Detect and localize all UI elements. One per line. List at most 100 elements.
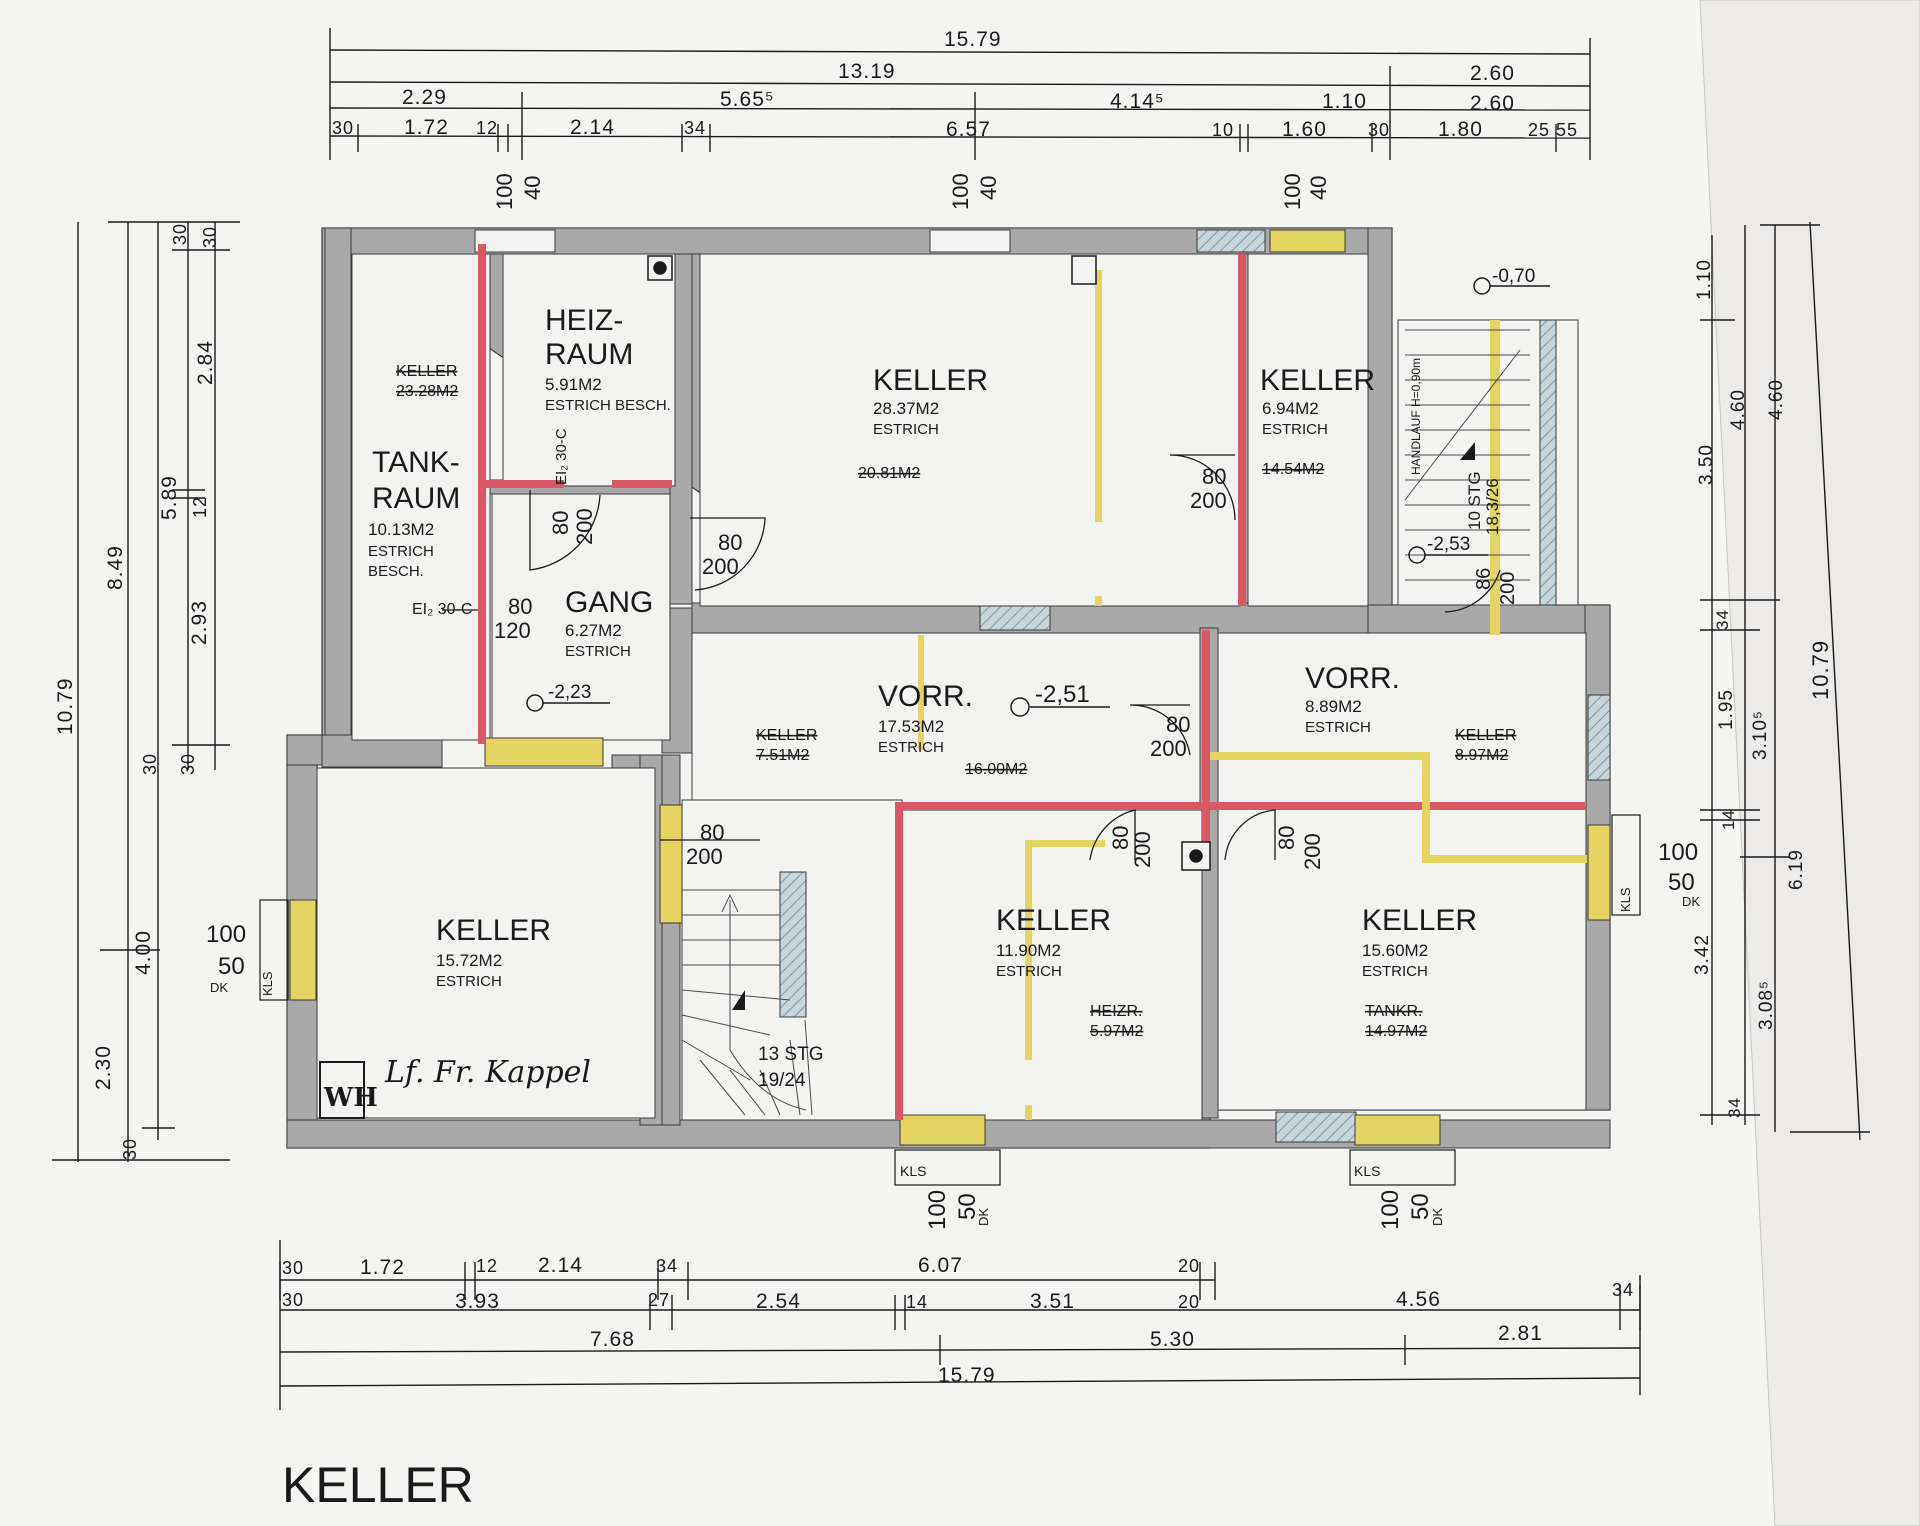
dimension-labels-right: 1.10 3.50 34 1.95 14 3.42 34 4.60 3.10⁵ …	[1692, 259, 1833, 1118]
dimension-chains-bottom	[279, 1240, 1641, 1410]
room-area: 28.37M2	[873, 399, 939, 418]
old-name: TANKR.	[1365, 1003, 1422, 1020]
door-width: 80	[508, 594, 532, 619]
window-width: 40	[1306, 176, 1331, 200]
dim-label: 2.60	[1470, 92, 1515, 115]
stair-arrow-icon	[732, 990, 745, 1010]
room-label-heizraum: HEIZ- RAUM 5.91M2 ESTRICH BESCH.	[545, 304, 671, 414]
stair-labels: 13 STG 19/24 10 STG 18,3/26 HANDLAUF H=0…	[758, 358, 1502, 1091]
dim-label: 1.95	[1716, 689, 1737, 730]
old-area: 20.81M2	[858, 465, 920, 482]
old-name: KELLER	[1455, 727, 1516, 744]
dim-label: 4.60	[1766, 379, 1787, 420]
window-height: 100	[948, 173, 973, 210]
dim-label: 13.19	[838, 60, 896, 83]
dim-label: 1.72	[360, 1256, 405, 1279]
door-height: 200	[702, 554, 739, 579]
dim-label: 30	[140, 753, 160, 775]
dim-label: 12	[476, 118, 498, 138]
dim-label: 1.60	[1282, 118, 1327, 141]
room-label-vorraum-right: VORR. 8.89M2 ESTRICH KELLER 8.97M2	[1305, 662, 1516, 764]
door-width: 80	[700, 820, 724, 845]
room-name: RAUM	[372, 482, 460, 515]
room-area: 17.53M2	[878, 717, 944, 736]
dim-label: 34	[1612, 1280, 1634, 1300]
kls-label: KLS	[1618, 887, 1633, 912]
old-name: HEIZR.	[1090, 1003, 1142, 1020]
room-floor: BESCH.	[368, 563, 424, 580]
fire-rating: EI₂ 30-C	[412, 601, 472, 618]
room-name: KELLER	[996, 904, 1111, 937]
old-area: 16.00M2	[965, 761, 1027, 778]
dimension-labels-top: 15.79 13.19 2.60 2.29 5.65⁵ 4.14⁵ 1.10 2…	[332, 28, 1577, 141]
room-floor: ESTRICH	[996, 963, 1062, 980]
dim-label: 20	[1178, 1256, 1200, 1276]
dim-label: 10	[1212, 120, 1234, 140]
plan-title: KELLER	[282, 1457, 474, 1513]
dim-label: 1.10	[1694, 259, 1715, 300]
dim-label: 7.68	[590, 1328, 635, 1351]
window-note: DK	[210, 980, 228, 995]
window-height: 50	[1407, 1193, 1434, 1220]
dim-label: 4.60	[1728, 389, 1749, 430]
level-marker-icons	[526, 277, 1550, 717]
level-labels: -0,70 -2,53 -2,51 -2,23	[548, 266, 1535, 708]
door-swings	[442, 454, 1501, 861]
dim-label: 5.65⁵	[720, 88, 775, 111]
chimney-icons	[647, 255, 1211, 871]
kls-label: KLS	[900, 1163, 926, 1179]
room-area: 5.91M2	[545, 375, 602, 394]
room-name: HEIZ-	[545, 304, 623, 337]
dimension-labels-bottom: 30 1.72 12 2.14 34 6.07 20 30 3.93 27 2.…	[282, 1254, 1634, 1387]
door-height: 200	[1190, 488, 1227, 513]
room-label-keller-large: KELLER 28.37M2 ESTRICH 20.81M2	[858, 364, 988, 482]
window-width: 100	[206, 921, 246, 948]
room-area: 10.13M2	[368, 520, 434, 539]
room-floor: ESTRICH	[878, 739, 944, 756]
old-area: 14.54M2	[1262, 461, 1324, 478]
dim-label: 1.10	[1322, 90, 1367, 113]
dim-label: 2.60	[1470, 62, 1515, 85]
room-floor: ESTRICH	[436, 973, 502, 990]
door-height: 200	[1150, 736, 1187, 761]
dim-label: 30	[120, 1138, 140, 1160]
hatched-elements	[779, 229, 1611, 1143]
dim-label: 34	[1713, 609, 1732, 630]
room-floor: ESTRICH	[1305, 719, 1371, 736]
room-floor: ESTRICH	[565, 643, 631, 660]
door-width: 86	[1473, 568, 1495, 590]
dim-label: 30	[178, 753, 198, 775]
demolish-walls	[918, 270, 1587, 1120]
fire-rating: EI₂ 30-C	[553, 428, 570, 485]
dim-label: 1.80	[1438, 118, 1483, 141]
new-walls	[478, 244, 1585, 1120]
window-note: DK	[976, 1208, 991, 1226]
dim-label: 6.57	[946, 118, 991, 141]
dim-label: 30	[332, 118, 354, 138]
dim-label: 2.14	[570, 116, 615, 139]
dim-label: 2.30	[92, 1045, 115, 1090]
dim-label: 14	[1719, 809, 1738, 830]
dim-label: 4.00	[132, 930, 155, 975]
dim-label: 3.08⁵	[1756, 980, 1777, 1030]
door-width: 80	[1202, 464, 1226, 489]
dim-label: 4.56	[1396, 1288, 1441, 1311]
door-width: 80	[1166, 712, 1190, 737]
old-area: 8.97M2	[1455, 747, 1508, 764]
window-height: 50	[1668, 869, 1695, 896]
dim-label: 3.42	[1692, 934, 1713, 975]
window-width: 100	[924, 1190, 951, 1230]
dim-label: 14	[906, 1292, 928, 1312]
room-floor: ESTRICH	[1262, 421, 1328, 438]
dim-label: 8.49	[104, 545, 127, 590]
dim-label: 27	[648, 1290, 670, 1310]
room-area: 15.72M2	[436, 951, 502, 970]
dim-label: 34	[684, 118, 706, 138]
old-name: KELLER	[756, 727, 817, 744]
door-height: 200	[1130, 831, 1155, 868]
door-height: 200	[686, 844, 723, 869]
room-name: KELLER	[1260, 364, 1375, 397]
door-width: 80	[1108, 826, 1133, 850]
room-area: 8.89M2	[1305, 697, 1362, 716]
dimension-chains-top	[329, 28, 1591, 160]
